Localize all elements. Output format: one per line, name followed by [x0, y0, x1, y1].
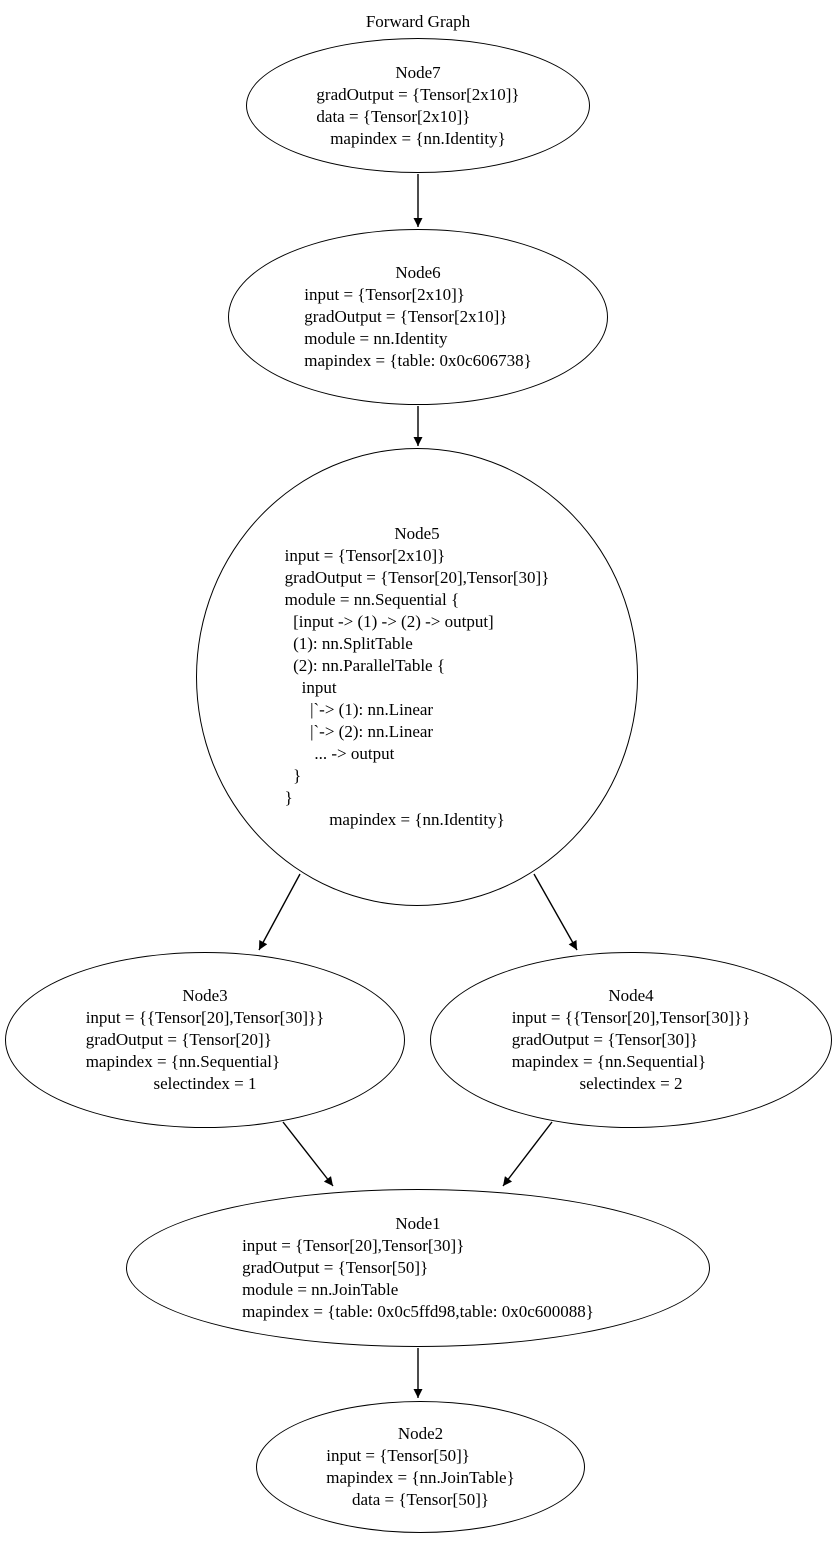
node-line: gradOutput = {Tensor[50]}	[242, 1258, 429, 1277]
node-line: input = {{Tensor[20],Tensor[30]}}	[85, 1008, 325, 1027]
node-line: gradOutput = {Tensor[2x10]}	[316, 84, 520, 104]
node-line: module = nn.Sequential {	[284, 590, 460, 609]
node-line: mapindex = {nn.Identity}	[329, 810, 505, 829]
edge-node5-node4	[533, 873, 578, 951]
node-line: input = {Tensor[50]}	[326, 1446, 470, 1465]
node-title: Node1	[395, 1214, 441, 1233]
node-line: gradOutput = {Tensor[30]}	[511, 1030, 698, 1049]
node-line: module = nn.Identity	[304, 329, 448, 348]
node-line: gradOutput = {Tensor[2x10]}	[304, 307, 508, 326]
node-node4: Node4 input = {{Tensor[20],Tensor[30]}} …	[430, 952, 832, 1128]
node-line: gradOutput = {Tensor[20]}	[85, 1030, 272, 1049]
node-line: module = nn.JoinTable	[242, 1280, 399, 1299]
node-line: mapindex = {nn.Sequential}	[511, 1052, 707, 1071]
node-line: mapindex = {table: 0x0c606738}	[304, 351, 532, 370]
edge-node5-node3	[258, 873, 301, 951]
node-line: input	[284, 678, 337, 697]
node-node1: Node1 input = {Tensor[20],Tensor[30]} gr…	[126, 1189, 710, 1347]
node-lines: input = {Tensor[50]} mapindex = {nn.Join…	[326, 1445, 515, 1489]
node-line: data = {Tensor[50]}	[351, 1490, 490, 1509]
node-node5: Node5 input = {Tensor[2x10]} gradOutput …	[196, 448, 638, 906]
node-lines: input = {Tensor[2x10]} gradOutput = {Ten…	[304, 284, 532, 372]
node-line: (1): nn.SplitTable	[284, 634, 413, 653]
node-node3: Node3 input = {{Tensor[20],Tensor[30]}} …	[5, 952, 405, 1128]
node-line: data = {Tensor[2x10]}	[316, 106, 471, 126]
edge-node4-node1	[502, 1121, 553, 1187]
node-node7: Node7 gradOutput = {Tensor[2x10]} data =…	[246, 38, 590, 173]
node-lines: input = {{Tensor[20],Tensor[30]}} gradOu…	[86, 1007, 325, 1073]
node-line: [input -> (1) -> (2) -> output]	[284, 612, 494, 631]
node-line: |`-> (1): nn.Linear	[284, 700, 434, 719]
node-line: }	[284, 766, 302, 785]
node-line: input = {Tensor[2x10]}	[304, 285, 465, 304]
node-line: |`-> (2): nn.Linear	[284, 722, 434, 741]
node-line: input = {{Tensor[20],Tensor[30]}}	[511, 1008, 751, 1027]
node-line: (2): nn.ParallelTable {	[284, 656, 445, 675]
node-node2: Node2 input = {Tensor[50]} mapindex = {n…	[256, 1401, 585, 1533]
node-line: gradOutput = {Tensor[20],Tensor[30]}	[284, 568, 550, 587]
node-line: mapindex = {nn.Identity}	[330, 128, 506, 148]
edge-node3-node1	[282, 1121, 334, 1187]
node-line: selectindex = 1	[153, 1074, 257, 1093]
node-title: Node6	[395, 263, 441, 282]
node-line: input = {Tensor[20],Tensor[30]}	[242, 1236, 465, 1255]
node-lines: input = {Tensor[2x10]} gradOutput = {Ten…	[285, 545, 550, 809]
node-line: input = {Tensor[2x10]}	[284, 546, 446, 565]
node-lines: input = {Tensor[20],Tensor[30]} gradOutp…	[242, 1235, 594, 1323]
node-title: Node5	[394, 524, 440, 543]
node-line: selectindex = 2	[579, 1074, 683, 1093]
node-line: }	[284, 788, 293, 807]
node-lines: input = {{Tensor[20],Tensor[30]}} gradOu…	[512, 1007, 751, 1073]
node-lines: gradOutput = {Tensor[2x10]} data = {Tens…	[316, 84, 519, 128]
node-line: mapindex = {nn.JoinTable}	[326, 1468, 515, 1487]
node-node6: Node6 input = {Tensor[2x10]} gradOutput …	[228, 229, 608, 405]
node-line: ... -> output	[284, 744, 395, 763]
node-title: Node3	[182, 986, 228, 1005]
node-title: Node2	[397, 1424, 444, 1443]
node-title: Node4	[608, 986, 654, 1005]
node-line: mapindex = {nn.Sequential}	[85, 1052, 281, 1071]
node-line: mapindex = {table: 0x0c5ffd98,table: 0x0…	[242, 1302, 594, 1321]
node-title: Node7	[395, 62, 441, 82]
graph-title: Forward Graph	[365, 12, 471, 31]
